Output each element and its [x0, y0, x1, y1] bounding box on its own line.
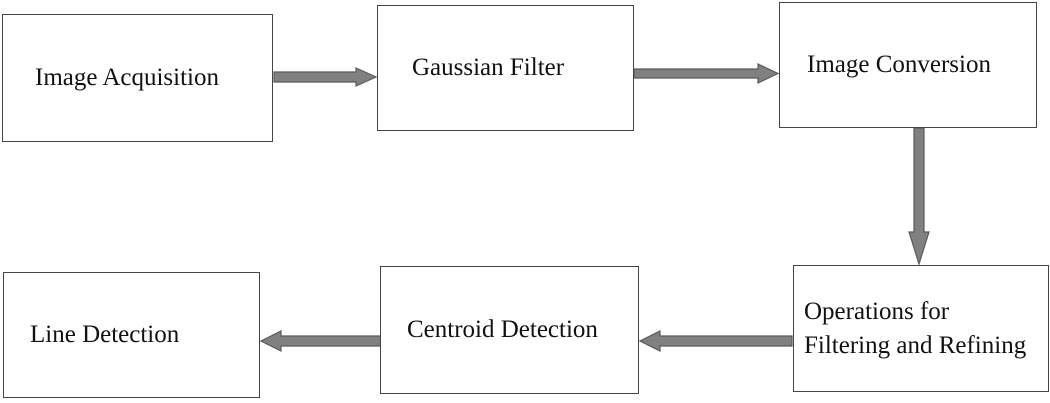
node-image-conversion: Image Conversion	[779, 2, 1037, 128]
node-line-detection: Line Detection	[3, 272, 260, 398]
node-label: Image Conversion	[807, 51, 991, 78]
arrow-conversion-to-operations	[908, 127, 930, 267]
node-gaussian-filter: Gaussian Filter	[377, 5, 634, 131]
node-label: Line Detection	[30, 321, 180, 348]
node-label: Image Acquisition	[35, 64, 219, 91]
node-image-acquisition: Image Acquisition	[2, 14, 273, 142]
arrow-acquisition-to-gaussian	[273, 67, 378, 87]
arrow-operations-to-centroid	[638, 330, 793, 352]
node-label-line-1: Operations for	[804, 297, 950, 325]
node-label: Centroid Detection	[407, 316, 598, 343]
arrow-gaussian-to-conversion	[633, 63, 780, 84]
node-label-line-2: Filtering and Refining	[804, 331, 1027, 359]
node-operations-filtering-refining: Operations for Filtering and Refining	[793, 265, 1049, 392]
arrow-centroid-to-line	[259, 330, 382, 352]
node-centroid-detection: Centroid Detection	[380, 266, 639, 394]
node-label: Gaussian Filter	[412, 54, 565, 81]
